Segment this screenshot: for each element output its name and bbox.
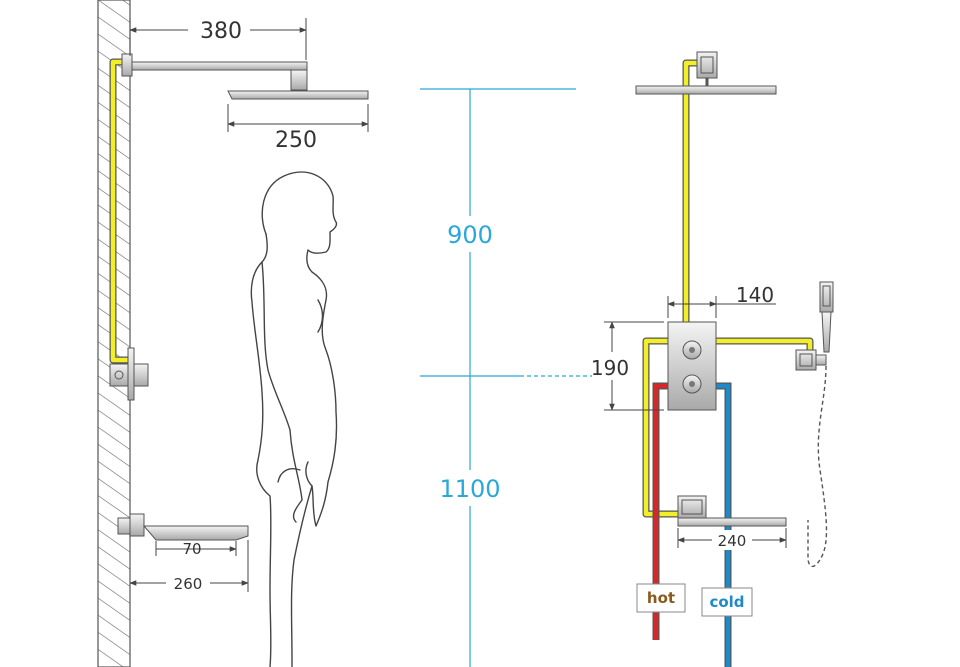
shower-hose bbox=[807, 365, 828, 567]
dim-spout-reach: 260 bbox=[174, 575, 203, 593]
dim-head-width: 250 bbox=[275, 128, 317, 153]
dim-spout-width: 240 bbox=[718, 532, 747, 550]
hot-label: hot bbox=[647, 589, 675, 607]
hot-label-box bbox=[636, 583, 686, 613]
dim-height-lower: 1100 bbox=[439, 475, 500, 503]
spout-side bbox=[117, 517, 131, 535]
dim-height-upper: 900 bbox=[447, 221, 493, 249]
arm-mount-front bbox=[696, 51, 718, 79]
arm-flange bbox=[121, 53, 133, 77]
height-dimensions: 900 1100 bbox=[420, 88, 600, 667]
dim-valve-offset: 140 bbox=[736, 283, 774, 307]
valve-side bbox=[109, 363, 129, 387]
shower-head-front bbox=[635, 85, 777, 95]
dim-spout-length: 70 bbox=[182, 540, 201, 558]
cold-label: cold bbox=[709, 593, 744, 611]
dim-valve-height: 190 bbox=[591, 356, 629, 380]
human-figure bbox=[250, 171, 338, 667]
shower-arm bbox=[131, 61, 308, 71]
cold-label-box bbox=[701, 587, 753, 617]
hand-shower-holder bbox=[795, 349, 817, 371]
shower-head-side bbox=[227, 90, 369, 100]
front-view: 140 190 240 hot cold bbox=[591, 51, 834, 667]
dim-arm-length: 380 bbox=[200, 19, 242, 44]
valve-plate-front bbox=[667, 321, 717, 411]
side-view: 380 250 70 260 bbox=[97, 0, 369, 667]
